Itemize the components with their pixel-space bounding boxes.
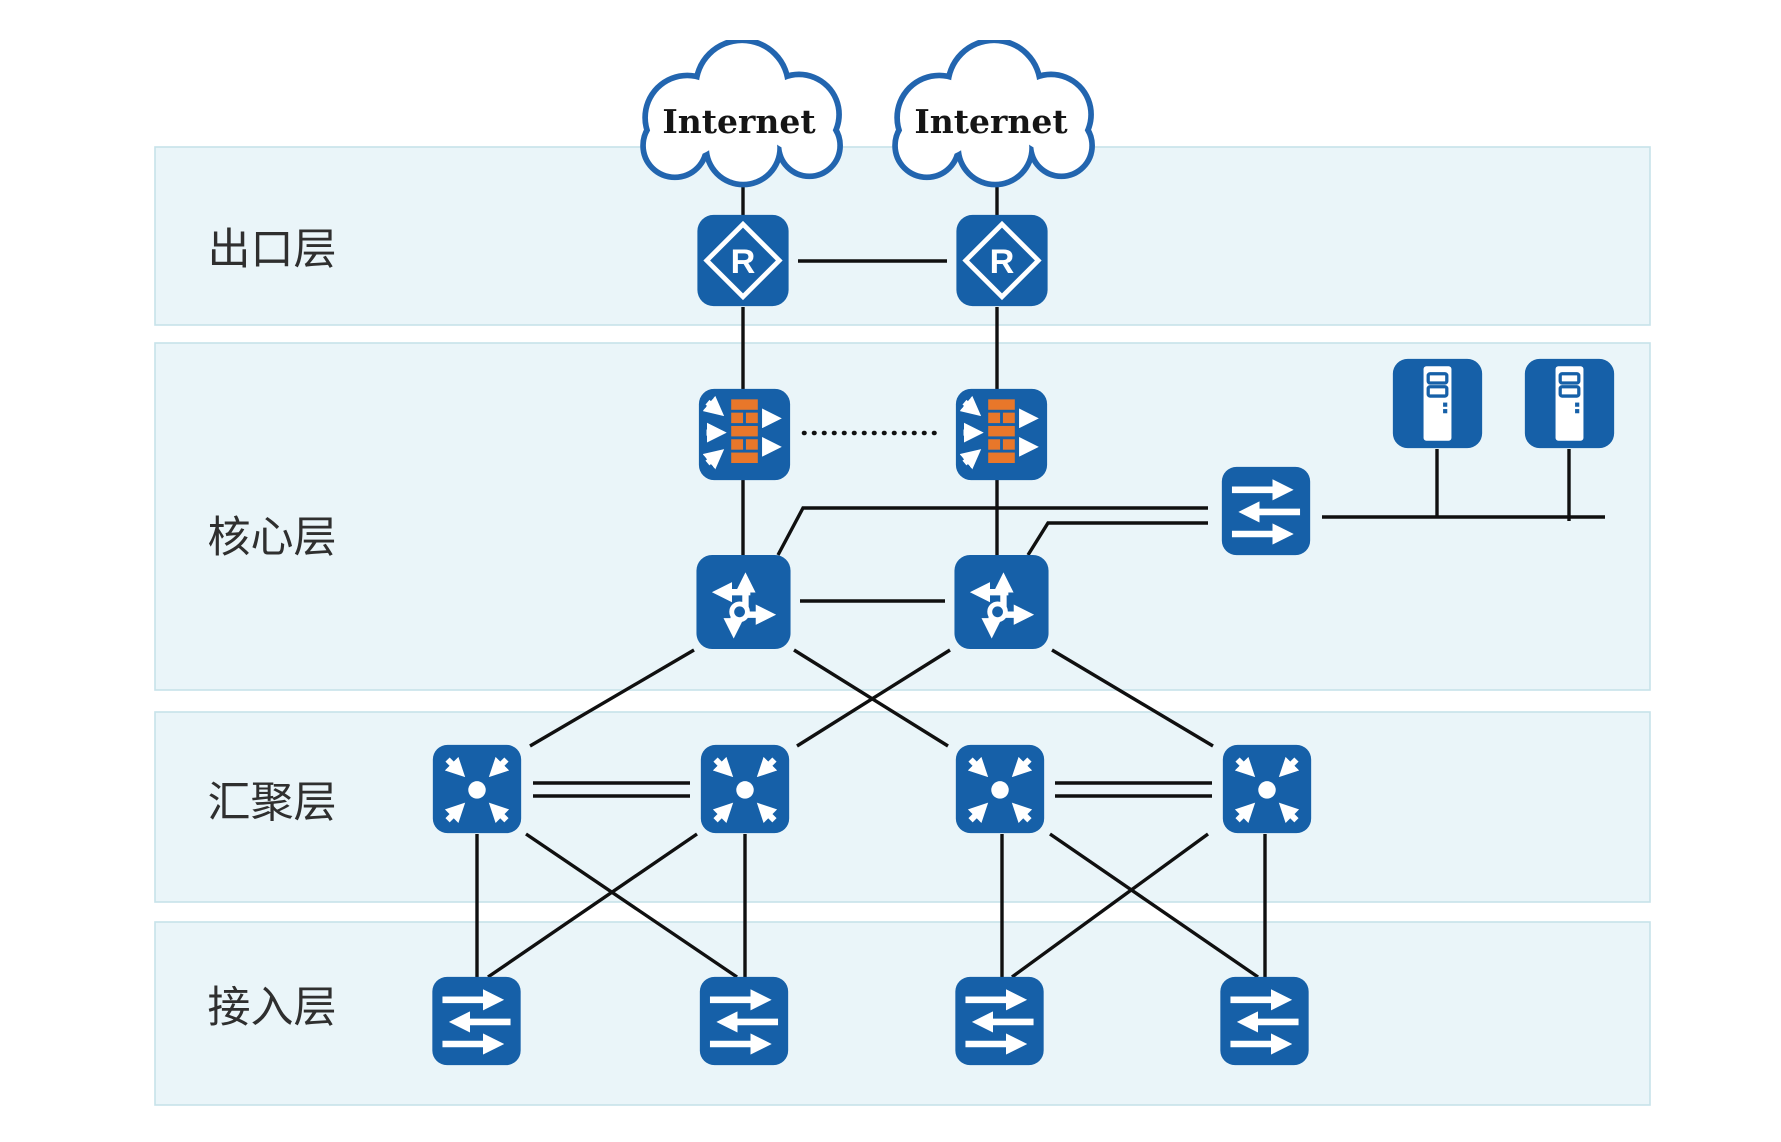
link-agg1-access2 [525,832,738,979]
access-switch-1-icon [432,977,520,1065]
agg-switch-4-icon [1223,745,1311,833]
core-switch-2-icon [954,555,1048,649]
topology-links [475,185,1605,979]
layer-label-core: 核心层 [208,514,337,562]
link-core1-agg1 [529,648,695,748]
firewall-1-icon [699,389,790,480]
layer-band-access [154,921,1651,1106]
agg-switch-2-icon [701,745,789,833]
link-agg3-access4 [1049,832,1259,979]
core-switch-1-icon [696,555,790,649]
router-1-icon [697,215,788,306]
access-switch-3-icon [955,977,1043,1065]
link-agg4-access3 [1010,832,1210,979]
link-core2-agg2 [796,648,951,748]
agg-switch-3-icon [956,745,1044,833]
link-agg2-access1 [487,832,698,979]
topology-nodes: Internet Internet [432,43,1614,1065]
access-switch-4-icon [1220,977,1308,1065]
internet-cloud-1-label: Internet [662,102,816,141]
firewall-2-icon [956,389,1047,480]
server-2-icon [1525,359,1614,448]
layer-label-access: 接入层 [208,984,337,1032]
layer-band-aggregation [154,711,1651,903]
internet-cloud-2-label: Internet [914,102,1068,141]
link-core2-server-switch [1026,521,1208,556]
layer-band-exit [154,146,1651,326]
layer-label-exit: 出口层 [208,226,337,274]
router-2-icon [956,215,1047,306]
link-core1-server-switch [776,506,1208,556]
agg-switch-1-icon [433,745,521,833]
link-core2-agg4 [1051,648,1214,748]
server-switch-icon [1222,467,1310,555]
layer-label-aggregation: 汇聚层 [208,779,337,827]
server-1-icon [1393,359,1482,448]
access-switch-2-icon [700,977,788,1065]
